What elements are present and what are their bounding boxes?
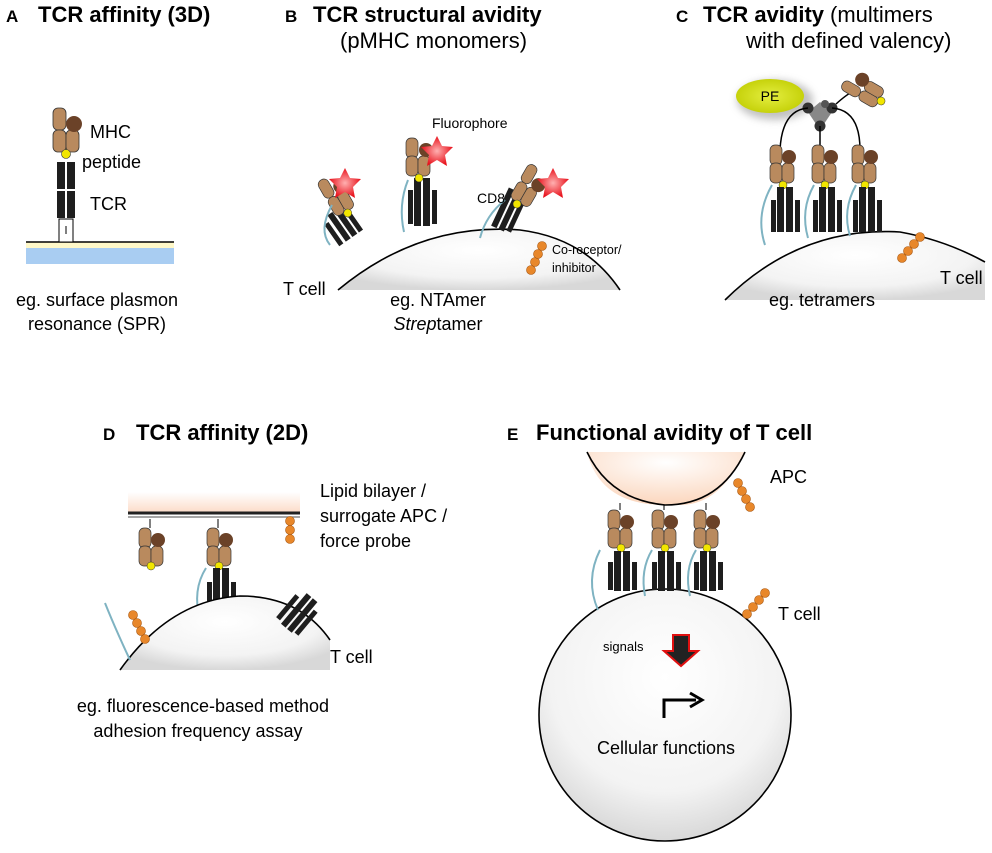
panel-c-caption: eg. tetramers	[769, 290, 875, 310]
panel-b	[317, 136, 621, 291]
cellular-functions-label: Cellular functions	[597, 738, 735, 758]
panel-b-title: TCR structural avidity	[313, 2, 542, 27]
panel-c-title: TCR avidity(multimers	[703, 2, 933, 27]
signal-arrow	[661, 634, 701, 668]
tetramer-complex-3	[846, 144, 882, 237]
tcr-molecule	[57, 162, 75, 218]
coreceptor-label-1: Co-receptor/	[552, 243, 622, 257]
tcr-label: TCR	[90, 194, 127, 214]
mhc-label: MHC	[90, 122, 131, 142]
mhc-molecule	[52, 107, 82, 159]
t-cell-label-e: T cell	[778, 604, 821, 624]
panel-b-letter: B	[285, 7, 297, 26]
panel-e	[538, 451, 792, 842]
unbound-tcr-d	[276, 593, 318, 636]
t-cell-surface-b	[338, 229, 620, 290]
panel-c-subtitle: with defined valency)	[745, 28, 951, 53]
peptide-label: peptide	[82, 152, 141, 172]
coreceptor-label-2: inhibitor	[552, 261, 596, 275]
fluorophore-star-2	[421, 136, 453, 166]
panel-a-title: TCR affinity (3D)	[38, 2, 210, 27]
panel-b-caption-1: eg. NTAmer	[390, 290, 486, 310]
synapse-complex-1	[607, 503, 637, 591]
panel-a	[26, 107, 174, 264]
apc-beads	[733, 478, 755, 512]
lipid-bilayer	[128, 492, 300, 514]
panel-e-letter: E	[507, 425, 518, 444]
coreceptor-ligand-beads-d	[285, 516, 295, 544]
panel-a-caption-2: resonance (SPR)	[28, 314, 166, 334]
coreceptor-beads-d	[128, 610, 150, 644]
t-cell-surface-d	[120, 596, 330, 670]
peptide-dot	[61, 149, 71, 159]
panel-a-caption-1: eg. surface plasmon	[16, 290, 178, 310]
t-cell-surface-c	[725, 231, 985, 300]
spr-sensor-surface	[26, 248, 174, 264]
t-cell-label-c: T cell	[940, 268, 983, 288]
synapse-complex-3	[693, 503, 723, 591]
panel-c-title-bold: TCR avidity	[703, 2, 825, 27]
cd8-coreceptor	[479, 199, 506, 239]
panel-b-caption-2: Streptamer	[393, 314, 482, 334]
pmhc-on-bilayer-1	[138, 519, 165, 571]
panel-a-letter: A	[6, 7, 18, 26]
fluorophore-star-3	[537, 168, 569, 198]
fluorophore-star-1	[329, 168, 361, 198]
panel-d	[104, 492, 331, 671]
panel-d-title: TCR affinity (2D)	[136, 420, 308, 445]
coreceptor-beads-c	[897, 232, 925, 263]
panel-b-caption-2-italic: Strep	[393, 314, 436, 334]
panel-e-title: Functional avidity of T cell	[536, 420, 812, 445]
pe-label: PE	[761, 88, 780, 104]
apc-cell	[587, 452, 745, 505]
cd8-label: CD8	[477, 190, 505, 206]
t-cell-label-d: T cell	[330, 647, 373, 667]
panel-d-caption-2: adhesion frequency assay	[93, 721, 302, 741]
panel-c-title-rest: (multimers	[830, 2, 933, 27]
coreceptor-beads-b	[526, 241, 547, 275]
tetramer-complex-2	[804, 144, 842, 239]
panel-b-subtitle: (pMHC monomers)	[340, 28, 527, 53]
pmhc-tcr-complex-2	[405, 137, 437, 226]
panel-c-letter: C	[676, 7, 688, 26]
synapse-complex-2	[651, 505, 681, 591]
transcription-arrow-icon	[662, 698, 696, 718]
panel-b-caption-2-rest: tamer	[437, 314, 483, 334]
signals-label: signals	[603, 639, 644, 654]
apc-label: APC	[770, 467, 807, 487]
tcell-beads-e	[742, 588, 770, 619]
t-cell-label-b: T cell	[283, 279, 326, 299]
bilayer-label-3: force probe	[320, 531, 411, 551]
panel-d-caption-1: eg. fluorescence-based method	[77, 696, 329, 716]
bilayer-label-2: surrogate APC /	[320, 506, 447, 526]
spr-gold-layer	[26, 242, 174, 248]
fluorophore-label: Fluorophore	[432, 115, 508, 131]
panel-d-letter: D	[103, 425, 115, 444]
bilayer-label-1: Lipid bilayer /	[320, 481, 426, 501]
tetramer-complex-1	[760, 144, 800, 246]
panel-c	[724, 72, 986, 301]
pe-fluorochrome	[736, 79, 804, 113]
